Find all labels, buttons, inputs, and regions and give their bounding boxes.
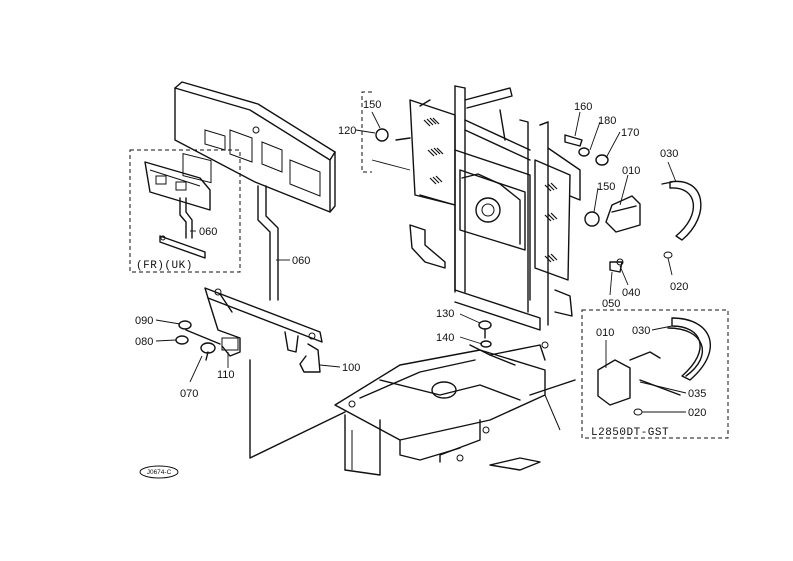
leader-lines [155,111,687,413]
part-label-020-b: 020 [688,407,706,419]
battery-band-model [597,317,711,416]
part-label-050: 050 [602,298,620,310]
group-120-bracket [361,91,372,173]
rubber-mounts [423,117,558,263]
part-label-120: 120 [338,125,356,137]
part-label-160: 160 [574,101,592,113]
part-label-040: 040 [622,287,640,299]
variant-label-fr-uk: (FR)(UK) [136,260,193,272]
part-label-130: 130 [436,308,454,320]
variant-label-model: L2850DT-GST [591,427,669,439]
part-label-020-a: 020 [670,281,688,293]
upper-panel [174,81,336,213]
reference-code: J0674-C [147,469,172,476]
part-label-010-b: 010 [596,327,614,339]
part-label-090: 090 [135,315,153,327]
battery-band-top [605,180,702,273]
stay-060-main [257,185,279,301]
reference-line [249,359,346,459]
part-labels: 060 060 090 080 070 110 100 120 150 130 … [135,99,706,419]
part-label-170: 170 [621,127,639,139]
bolts-070-080-090 [175,320,221,361]
part-label-140: 140 [436,332,454,344]
model-detail-box [581,309,729,439]
part-label-010-a: 010 [622,165,640,177]
part-label-180: 180 [598,115,616,127]
fr-uk-detail [144,161,211,259]
part-label-070: 070 [180,388,198,400]
part-label-030-a: 030 [660,148,678,160]
part-label-100: 100 [342,362,360,374]
part-label-035: 035 [688,388,706,400]
bolt-130-140 [478,320,492,348]
clips-150-180 [375,128,609,227]
rops-frame [409,85,581,331]
lower-bracket [204,287,323,373]
part-label-150-b: 150 [597,181,615,193]
part-label-080: 080 [135,336,153,348]
part-label-150-a: 150 [363,99,381,111]
part-label-030-b: 030 [632,325,650,337]
part-label-110: 110 [217,369,235,381]
part-label-060: 060 [292,255,310,267]
reference-code-oval [139,465,179,479]
tractor-body [334,341,576,476]
part-label-060-detail: 060 [199,226,217,238]
fr-uk-detail-box [129,149,241,273]
